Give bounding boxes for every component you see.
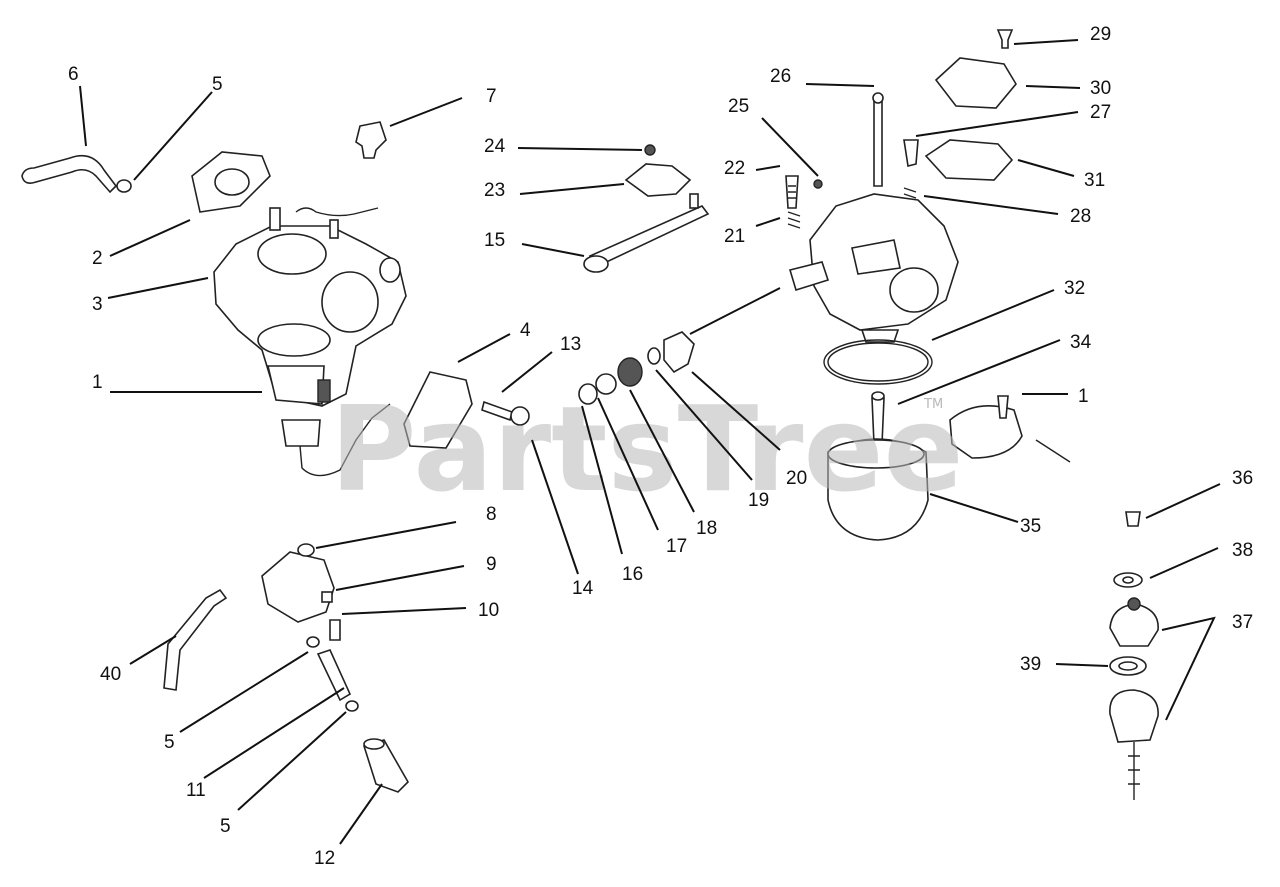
part-nut-14 [510, 406, 530, 426]
callout-15: 15 [484, 230, 505, 251]
callout-28: 28 [1070, 206, 1091, 227]
callout-37: 37 [1232, 612, 1253, 633]
watermark-text: PartsTree [330, 380, 964, 518]
callout-24: 24 [484, 136, 506, 157]
callout-11: 11 [186, 780, 206, 801]
part-float-right [949, 395, 1071, 463]
part-carburetor-gasket [191, 151, 271, 213]
part-bowl-upper-37 [1109, 597, 1159, 647]
callout-5-bottom: 5 [220, 816, 231, 837]
callout-5-top: 5 [212, 74, 223, 95]
callout-22: 22 [724, 158, 745, 179]
part-bowl-lower-37 [1109, 689, 1159, 800]
part-gasket-39 [1109, 656, 1147, 676]
part-fitting-10 [329, 619, 341, 641]
callout-31: 31 [1084, 170, 1105, 191]
callout-29: 29 [1090, 24, 1111, 45]
part-o-ring-19 [647, 347, 661, 365]
part-throttle-shaft [583, 193, 710, 273]
part-spring-28 [903, 187, 917, 211]
part-float-needle-34 [871, 391, 885, 445]
part-washer-16 [578, 383, 598, 405]
part-needle-26 [872, 92, 884, 187]
leader-lines [79, 39, 1221, 845]
callout-26: 26 [770, 66, 791, 87]
callout-18: 18 [696, 518, 717, 539]
part-fuel-line-11 [316, 649, 352, 702]
part-bracket [355, 121, 387, 159]
part-screw-29 [996, 29, 1014, 49]
callout-23: 23 [484, 180, 505, 201]
callout-4: 4 [520, 320, 531, 341]
callout-17: 17 [666, 536, 687, 557]
part-throttle-plate [624, 144, 692, 197]
part-gasket-4 [403, 371, 473, 449]
callout-32: 32 [1064, 278, 1085, 299]
part-carburetor-body-right [788, 193, 959, 343]
callout-labels: 6 5 2 3 1 7 24 23 15 26 25 22 21 29 30 2… [68, 24, 1253, 869]
callout-20: 20 [786, 468, 807, 489]
callout-25: 25 [728, 96, 749, 117]
callout-1-left: 1 [92, 372, 103, 393]
callout-7: 7 [486, 86, 497, 107]
callout-10: 10 [478, 600, 499, 621]
callout-27: 27 [1090, 102, 1111, 123]
callout-16: 16 [622, 564, 643, 585]
part-screw-13 [481, 400, 513, 422]
callout-3: 3 [92, 294, 103, 315]
callout-6: 6 [68, 64, 79, 85]
part-screw-spring-21 [787, 211, 801, 229]
callout-35: 35 [1020, 516, 1041, 537]
part-fuel-pump [261, 543, 335, 623]
part-fuel-hose-top [21, 154, 118, 194]
part-gasket-31 [924, 139, 1014, 181]
part-washer-38 [1113, 572, 1143, 588]
callout-2: 2 [92, 248, 103, 269]
callout-38: 38 [1232, 540, 1253, 561]
part-spool-18 [617, 357, 643, 387]
part-hose-clamp-top [116, 179, 132, 193]
part-fuel-bowl-35 [827, 438, 929, 541]
callout-8: 8 [486, 504, 497, 525]
part-o-ring-32 [823, 339, 933, 385]
part-solenoid-20 [663, 331, 695, 374]
callout-1-right: 1 [1078, 386, 1089, 407]
callout-34: 34 [1070, 332, 1092, 353]
part-carburetor-assembly-left [213, 207, 407, 477]
callout-14: 14 [572, 578, 594, 599]
callout-19: 19 [748, 490, 769, 511]
part-cover-30 [934, 57, 1017, 109]
part-fuel-hose-40 [163, 588, 228, 691]
callout-13: 13 [560, 334, 581, 355]
watermark-trademark: TM [923, 397, 943, 412]
part-screw-27 [903, 139, 919, 167]
callout-30: 30 [1090, 78, 1111, 99]
part-fuel-filter-12 [362, 738, 409, 793]
callout-39: 39 [1020, 654, 1041, 675]
callout-12: 12 [314, 848, 335, 869]
callout-40: 40 [100, 664, 121, 685]
part-washer-17 [595, 373, 617, 395]
callout-21: 21 [724, 226, 745, 247]
part-clamp-lower-b [345, 700, 359, 712]
part-clamp-lower-a [306, 636, 320, 648]
callout-9: 9 [486, 554, 497, 575]
callout-5-mid: 5 [164, 732, 175, 753]
part-ball-25 [813, 179, 823, 189]
callout-36: 36 [1232, 468, 1253, 489]
part-idle-screw [785, 175, 799, 209]
part-screw-36 [1125, 511, 1141, 527]
